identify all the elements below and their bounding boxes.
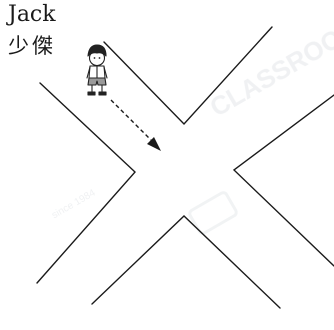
road-edge-top xyxy=(103,26,273,126)
road-edge-left xyxy=(36,82,136,284)
arrow-head xyxy=(147,137,161,151)
road-edges xyxy=(36,26,334,309)
movement-arrow xyxy=(110,99,161,151)
boy-standing-icon xyxy=(86,44,108,96)
road-edge-bottom xyxy=(91,215,281,309)
arrow-shaft xyxy=(110,99,152,141)
road-edge-right xyxy=(232,94,334,267)
character-name-chinese: 少傑 xyxy=(8,34,56,58)
character-name-english: Jack xyxy=(8,2,56,27)
watermark: CLASSROOM since 1984 xyxy=(50,12,334,235)
watermark-logo xyxy=(188,191,238,235)
watermark-text: CLASSROOM xyxy=(205,12,334,122)
watermark-subtext: since 1984 xyxy=(50,187,98,221)
